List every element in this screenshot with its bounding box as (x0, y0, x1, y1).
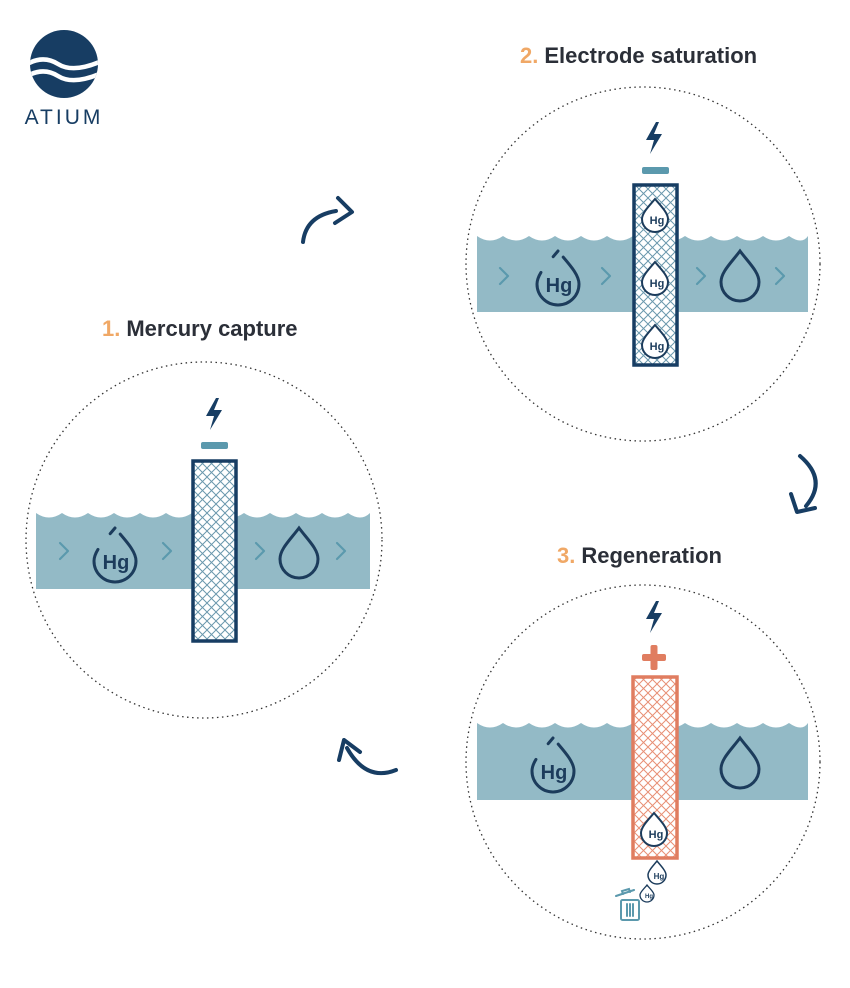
mercury-symbol: Hg (103, 552, 130, 574)
clean-water-droplet-icon (719, 735, 761, 790)
lightning-icon (206, 398, 222, 430)
step-2-title: 2.Electrode saturation (520, 43, 757, 69)
captured-mercury-droplet-icon: Hg (640, 197, 670, 233)
mercury-symbol: Hg (546, 275, 573, 297)
clean-water-droplet-icon (719, 248, 761, 303)
step-1-number: 1. (102, 316, 121, 341)
lightning-icon (646, 601, 662, 633)
brand-logo: ATIUM (22, 28, 106, 132)
electrode-1 (191, 459, 238, 643)
mercury-symbol: Hg (649, 829, 664, 841)
cycle-arrow-icon (337, 738, 398, 776)
released-mercury-droplet-icon: Hg (647, 859, 667, 885)
step-3-label: Regeneration (581, 543, 722, 568)
cycle-arrow-icon (301, 196, 354, 244)
captured-mercury-droplet-icon: Hg (640, 323, 670, 359)
mercury-symbol: Hg (650, 341, 665, 353)
panel-1-dotted-circle (25, 361, 383, 719)
atium-wave-logo-icon (30, 30, 98, 98)
step-1-title: 1.Mercury capture (102, 316, 298, 342)
panel-2-dotted-circle (465, 86, 821, 442)
released-mercury-droplet-icon: Hg (639, 811, 669, 847)
step-3-number: 3. (557, 543, 576, 568)
chevron-right-icon (695, 266, 707, 286)
mercury-droplet-icon: Hg (535, 248, 581, 307)
brand-name: ATIUM (24, 106, 104, 129)
chevron-right-icon (600, 266, 612, 286)
plus-icon (642, 645, 666, 670)
captured-mercury-droplet-icon: Hg (640, 260, 670, 296)
chevron-right-icon (58, 541, 70, 561)
panel-electrode-saturation: Hg Hg Hg Hg (465, 86, 821, 442)
chevron-right-icon (254, 541, 266, 561)
step-1-label: Mercury capture (126, 316, 298, 341)
panel-3-dotted-circle (465, 584, 821, 940)
minus-icon (201, 442, 228, 449)
mercury-symbol: Hg (654, 872, 665, 881)
mercury-symbol: Hg (541, 762, 568, 784)
clean-water-droplet-icon (278, 525, 320, 580)
mercury-symbol: Hg (650, 278, 665, 290)
released-mercury-droplet-icon: Hg (639, 883, 655, 903)
cycle-arrow-icon (789, 454, 818, 514)
step-2-number: 2. (520, 43, 539, 68)
panel-regeneration: Hg Hg Hg Hg (465, 584, 821, 940)
mercury-symbol: Hg (645, 894, 653, 900)
step-3-title: 3.Regeneration (557, 543, 722, 569)
minus-icon (642, 167, 669, 174)
step-2-label: Electrode saturation (544, 43, 758, 68)
chevron-right-icon (498, 266, 510, 286)
trash-icon (615, 887, 640, 921)
mercury-droplet-icon: Hg (530, 735, 576, 794)
chevron-right-icon (774, 266, 786, 286)
lightning-icon (646, 122, 662, 154)
chevron-right-icon (335, 541, 347, 561)
panel-mercury-capture: Hg (25, 361, 383, 719)
mercury-droplet-icon: Hg (92, 525, 138, 584)
chevron-right-icon (161, 541, 173, 561)
mercury-symbol: Hg (650, 215, 665, 227)
